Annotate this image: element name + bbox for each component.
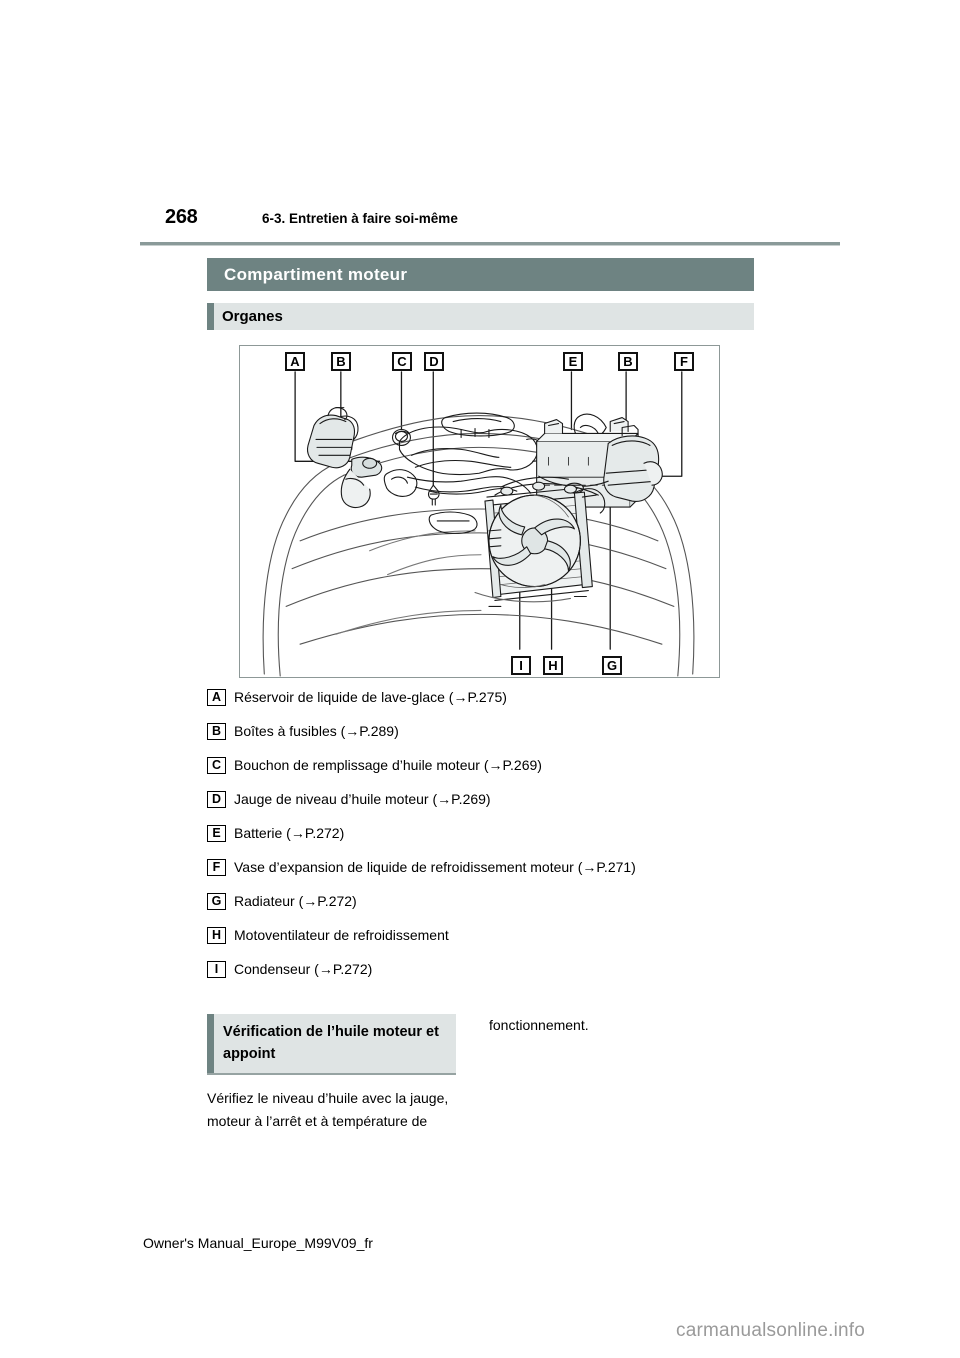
legend-ref-b[interactable]: →P.289 <box>345 723 395 739</box>
legend-suffix-f: ) <box>631 859 636 875</box>
legend-label-c: Bouchon de remplissage d’huile moteur (→… <box>226 756 542 774</box>
legend-label-h: Motoventilateur de refroidissement <box>226 926 449 944</box>
legend-key-c: C <box>207 757 226 774</box>
legend-key-h: H <box>207 927 226 944</box>
body-paragraph-right: fonctionnement. <box>489 1017 589 1033</box>
legend-suffix-g: ) <box>352 893 357 909</box>
legend-item-c: C Bouchon de remplissage d’huile moteur … <box>207 756 737 790</box>
legend-item-d: D Jauge de niveau d’huile moteur (→P.269… <box>207 790 737 824</box>
engine-compartment-illustration <box>262 371 695 677</box>
legend-label-f: Vase d’expansion de liquide de refroidis… <box>226 858 636 876</box>
legend-ref-g[interactable]: →P.272 <box>303 893 353 909</box>
legend-label-b: Boîtes à fusibles (→P.289) <box>226 722 399 740</box>
figure-callout-a: A <box>285 352 305 371</box>
legend-item-b: B Boîtes à fusibles (→P.289) <box>207 722 737 756</box>
legend-suffix-e: ) <box>339 825 345 841</box>
header-rule <box>140 242 840 245</box>
legend-item-f: F Vase d’expansion de liquide de refroid… <box>207 858 737 892</box>
body-paragraph-left: Vérifiez le niveau d’huile avec la jauge… <box>207 1090 449 1129</box>
legend-item-a: A Réservoir de liquide de lave-glace (→P… <box>207 688 737 722</box>
legend-key-i: I <box>207 961 226 978</box>
legend-label-i: Condenseur (→P.272) <box>226 960 372 978</box>
legend-ref-d[interactable]: →P.269 <box>437 791 486 807</box>
component-legend-list: A Réservoir de liquide de lave-glace (→P… <box>207 688 737 994</box>
legend-text-b: Boîtes à fusibles ( <box>234 723 346 739</box>
legend-key-d: D <box>207 791 226 808</box>
legend-suffix-c: ) <box>537 757 542 773</box>
engine-compartment-figure: A B C D E B F I H G <box>239 345 720 678</box>
legend-text-a: Réservoir de liquide de lave-glace ( <box>234 689 454 705</box>
running-header: 268 6-3. Entretien à faire soi-même <box>140 206 840 246</box>
subsection-banner-title: Organes <box>222 308 283 325</box>
subsection-heading-text: Vérification de l’huile moteur et appoin… <box>223 1024 439 1062</box>
legend-suffix-b: ) <box>394 723 399 739</box>
legend-ref-e[interactable]: →P.272 <box>290 825 340 841</box>
footer-manual-id: Owner's Manual_Europe_M99V09_fr <box>143 1235 373 1251</box>
subsection-accent-bar <box>207 303 214 330</box>
legend-label-g: Radiateur (→P.272) <box>226 892 357 910</box>
figure-callout-e: E <box>563 352 583 371</box>
legend-text-f: Vase d’expansion de liquide de refroidis… <box>234 859 583 875</box>
figure-callout-d: D <box>424 352 444 371</box>
header-rule-secondary <box>140 245 840 246</box>
subsection-heading-accent-bar <box>207 1014 214 1073</box>
figure-callout-b2: B <box>618 352 638 371</box>
legend-item-i: I Condenseur (→P.272) <box>207 960 737 994</box>
figure-callout-b1: B <box>331 352 351 371</box>
legend-suffix-i: ) <box>367 961 373 977</box>
body-column-right: fonctionnement. <box>489 1014 738 1037</box>
legend-text-d: Jauge de niveau d’huile moteur ( <box>234 791 438 807</box>
legend-key-e: E <box>207 825 226 842</box>
legend-item-g: G Radiateur (→P.272) <box>207 892 737 926</box>
chapter-banner: Compartiment moteur <box>207 258 754 291</box>
legend-ref-f[interactable]: →P.271 <box>582 859 632 875</box>
legend-label-a: Réservoir de liquide de lave-glace (→P.2… <box>226 688 507 706</box>
legend-ref-a[interactable]: →P.275 <box>453 689 503 705</box>
legend-text-e: Batterie ( <box>234 825 291 841</box>
figure-callout-c: C <box>392 352 412 371</box>
subsection-banner: Organes <box>207 303 754 330</box>
legend-text-i: Condenseur ( <box>234 961 319 977</box>
legend-item-h: H Motoventilateur de refroidissement <box>207 926 737 960</box>
legend-key-g: G <box>207 893 226 910</box>
legend-text-h: Motoventilateur de refroidissement <box>234 927 449 943</box>
chapter-banner-title: Compartiment moteur <box>224 264 408 284</box>
legend-suffix-a: ) <box>502 689 507 705</box>
legend-item-e: E Batterie (→P.272) <box>207 824 737 858</box>
figure-callout-f: F <box>674 352 694 371</box>
legend-label-e: Batterie (→P.272) <box>226 824 344 842</box>
subsection-heading-box: Vérification de l’huile moteur et appoin… <box>207 1014 456 1075</box>
legend-suffix-d: ) <box>485 791 491 807</box>
figure-callout-g: G <box>602 656 622 675</box>
legend-ref-i[interactable]: →P.272 <box>318 961 368 977</box>
legend-ref-c[interactable]: →P.269 <box>488 757 538 773</box>
legend-text-c: Bouchon de remplissage d’huile moteur ( <box>234 757 489 773</box>
legend-key-f: F <box>207 859 226 876</box>
legend-text-g: Radiateur ( <box>234 893 304 909</box>
legend-key-b: B <box>207 723 226 740</box>
figure-callout-i: I <box>511 656 531 675</box>
section-title: 6-3. Entretien à faire soi-même <box>262 211 458 226</box>
body-column-left: Vérification de l’huile moteur et appoin… <box>207 1014 456 1133</box>
legend-key-a: A <box>207 689 226 706</box>
page-number: 268 <box>165 206 198 228</box>
site-watermark: carmanualsonline.info <box>676 1320 866 1341</box>
figure-callout-h: H <box>543 656 563 675</box>
legend-label-d: Jauge de niveau d’huile moteur (→P.269) <box>226 790 491 808</box>
